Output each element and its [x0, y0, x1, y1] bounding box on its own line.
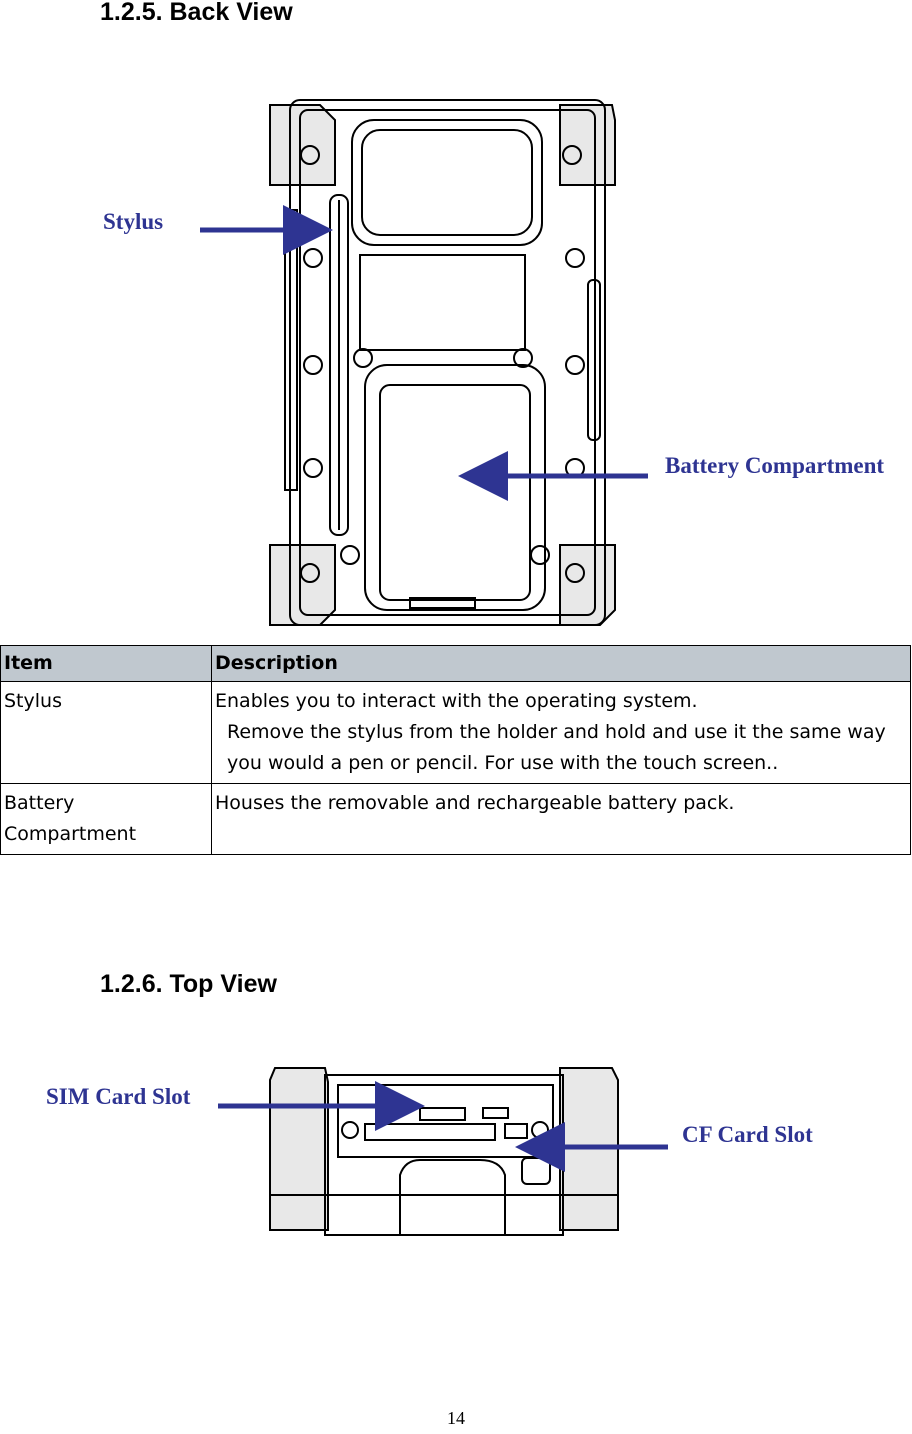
row-item: Stylus: [0, 681, 212, 784]
description-line: Enables you to interact with the operati…: [215, 690, 698, 712]
table-row: Battery Compartment Houses the removable…: [0, 783, 911, 855]
description-line: Houses the removable and rechargeable ba…: [215, 792, 735, 814]
device-top-illustration: [269, 1067, 619, 1236]
header-item: Item: [0, 645, 212, 682]
callout-battery-compartment: Battery Compartment: [665, 453, 884, 478]
callout-cf-card-slot: CF Card Slot: [682, 1122, 813, 1147]
top-view-figure: SIM Card Slot CF Card Slot: [46, 1067, 813, 1236]
row-description: Houses the removable and rechargeable ba…: [211, 783, 911, 855]
row-description: Enables you to interact with the operati…: [211, 681, 911, 784]
table-header-row: Item Description: [0, 645, 911, 682]
page-number: 14: [447, 1408, 465, 1428]
device-back-illustration: [269, 99, 616, 626]
callout-stylus: Stylus: [103, 209, 163, 234]
table-row: Stylus Enables you to interact with the …: [0, 681, 911, 784]
description-continuation: Remove the stylus from the holder and ho…: [227, 721, 886, 774]
section-title-back-view: 1.2.5. Back View: [100, 0, 293, 26]
back-view-figure: Stylus Battery Compartment: [103, 99, 884, 626]
item-description-table: Item Description Stylus Enables you to i…: [0, 645, 911, 855]
callout-sim-card-slot: SIM Card Slot: [46, 1084, 191, 1109]
header-description: Description: [211, 645, 911, 682]
section-title-top-view: 1.2.6. Top View: [100, 970, 277, 998]
row-item: Battery Compartment: [0, 783, 212, 855]
